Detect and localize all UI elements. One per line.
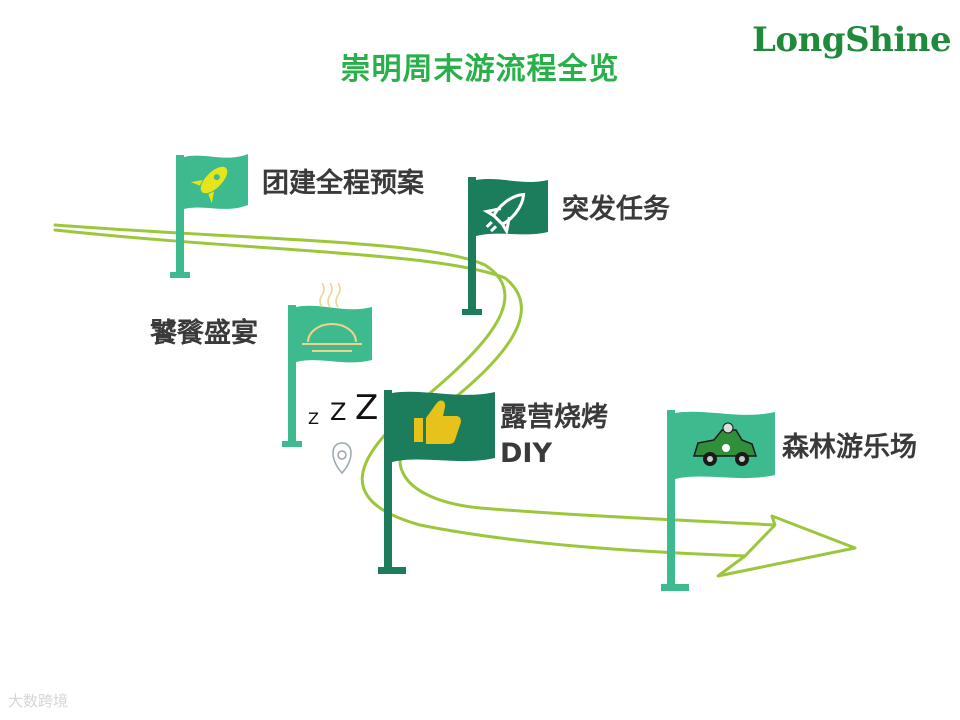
flag-camping-bbq	[378, 390, 495, 574]
sleep-z-small: Z	[308, 409, 319, 428]
rocket-icon	[190, 166, 228, 204]
food-platter-icon	[302, 282, 362, 352]
arrow-head	[716, 514, 857, 578]
flag-forest-playground	[661, 410, 775, 591]
longshine-logo: LongShine	[752, 14, 952, 74]
sleep-z-large: Z	[355, 388, 379, 428]
station-label-camping-bbq: 露营烧烤	[500, 402, 608, 433]
flag-emergency-task	[462, 177, 548, 315]
page-title: 崇明周末游流程全览	[340, 52, 620, 87]
location-pin-icon	[332, 442, 352, 475]
logo-text: LongShine	[752, 20, 952, 60]
flag-feast	[282, 282, 372, 447]
rocket-launch-icon	[482, 192, 526, 236]
station-label-forest-playground: 森林游乐场	[782, 432, 917, 463]
station-label-camping-diy: DIY	[500, 438, 553, 469]
race-car-icon	[692, 422, 758, 466]
thumbs-up-icon	[414, 400, 461, 444]
flag-team-plan	[170, 154, 248, 278]
road-outer-line	[53, 223, 747, 558]
station-label-feast: 饕餮盛宴	[150, 318, 258, 349]
station-label-team-plan: 团建全程预案	[262, 168, 424, 199]
watermark: 大数跨境	[8, 692, 69, 710]
sleep-z-medium: Z	[330, 398, 347, 426]
station-label-emergency-task: 突发任务	[562, 194, 670, 225]
